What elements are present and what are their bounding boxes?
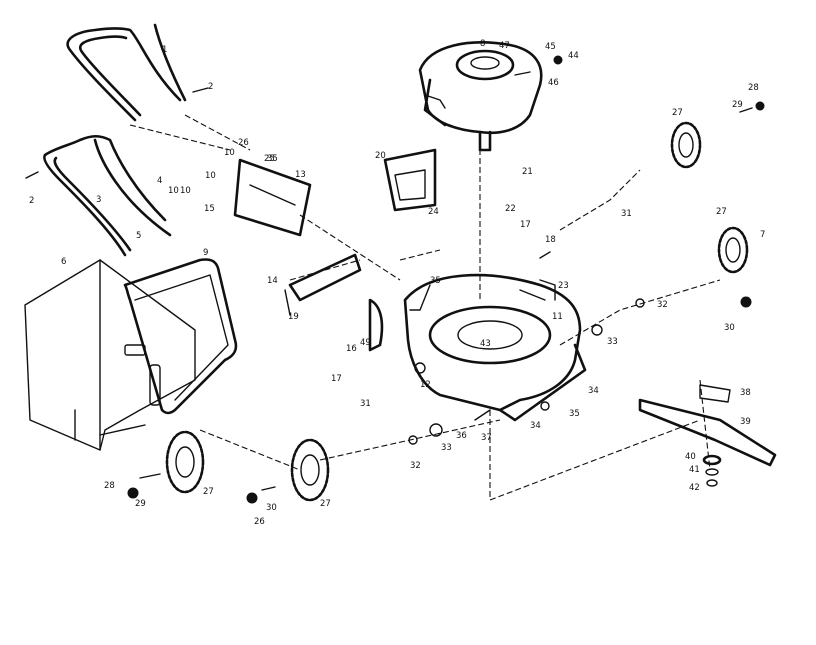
upper-handle — [66, 23, 187, 122]
callout-label: 43 — [480, 339, 491, 349]
lower-handle — [43, 134, 172, 257]
callout-label: 28 — [104, 481, 115, 491]
callout-label: 34 — [530, 421, 541, 431]
callout-label: 47 — [499, 41, 510, 51]
callout-label: 27 — [203, 487, 214, 497]
callout-label: 33 — [441, 443, 452, 453]
callout-label: 31 — [360, 399, 371, 409]
callout-label: 28 — [748, 83, 759, 93]
callout-label: 10 — [224, 148, 235, 158]
callout-label: 16 — [346, 344, 357, 354]
callout-label: 32 — [657, 300, 668, 310]
callout-label: 1 — [162, 45, 167, 55]
callout-label: 17 — [520, 220, 531, 230]
callout-label: 33 — [607, 337, 618, 347]
callout-label: 37 — [481, 433, 492, 443]
callout-label: 15 — [204, 204, 215, 214]
callout-label: 22 — [505, 204, 516, 214]
callout-label: 2 — [208, 82, 213, 92]
callout-label: 35 — [430, 276, 441, 286]
callout-label: 13 — [295, 170, 306, 180]
callout-label: 42 — [689, 483, 700, 493]
callout-label: 27 — [716, 207, 727, 217]
wheel-rear-right — [670, 121, 702, 169]
callout-label: 36 — [456, 431, 467, 441]
callout-label: 39 — [740, 417, 751, 427]
callout-label: 4 — [157, 176, 162, 186]
callout-label: 17 — [331, 374, 342, 384]
callout-label: 30 — [266, 503, 277, 513]
handle-brackets — [233, 158, 384, 352]
mower-deck — [403, 273, 587, 422]
callout-label: 27 — [320, 499, 331, 509]
callout-label: 35 — [267, 154, 278, 164]
engine-shroud — [383, 148, 437, 212]
callout-label: 5 — [136, 231, 141, 241]
callout-label: 10 — [168, 186, 179, 196]
wheel-front-left — [290, 438, 330, 502]
callout-label: 3 — [96, 195, 101, 205]
grass-catcher — [24, 258, 238, 451]
callout-label: 26 — [238, 138, 249, 148]
callout-label: 49 — [360, 338, 371, 348]
callout-label: 32 — [410, 461, 421, 471]
hardware — [25, 55, 765, 504]
callout-label: 41 — [689, 465, 700, 475]
callout-label: 27 — [672, 108, 683, 118]
wheel-rear-left — [165, 430, 205, 494]
callout-label: 26 — [254, 517, 265, 527]
callout-label: 30 — [724, 323, 735, 333]
callout-label: 24 — [428, 207, 439, 217]
callout-label: 21 — [522, 167, 533, 177]
callout-labels: 1 2 2 3 4 5 6 7 8 9 10 10 10 10 11 12 13… — [29, 39, 765, 527]
callout-label: 38 — [740, 388, 751, 398]
callout-label: 7 — [760, 230, 765, 240]
callout-label: 2 — [29, 196, 34, 206]
assembly-lines — [129, 114, 721, 501]
callout-label: 29 — [732, 100, 743, 110]
engine — [418, 41, 543, 152]
callout-label: 11 — [552, 312, 563, 322]
callout-label: 14 — [267, 276, 278, 286]
callout-label: 31 — [621, 209, 632, 219]
blade — [638, 384, 777, 487]
callout-label: 45 — [545, 42, 556, 52]
callout-label: 46 — [548, 78, 559, 88]
wheel-front-right — [717, 226, 749, 274]
callout-label: 23 — [558, 281, 569, 291]
callout-label: 6 — [61, 257, 66, 267]
callout-label: 10 — [205, 171, 216, 181]
callout-label: 29 — [135, 499, 146, 509]
callout-label: 20 — [375, 151, 386, 161]
callout-label: 25 — [264, 154, 275, 164]
callout-label: 10 — [180, 186, 191, 196]
callout-label: 34 — [588, 386, 599, 396]
callout-label: 9 — [203, 248, 208, 258]
callout-label: 44 — [568, 51, 579, 61]
callout-label: 40 — [685, 452, 696, 462]
callout-label: 19 — [288, 312, 299, 322]
callout-label: 35 — [569, 409, 580, 419]
callout-label: 8 — [480, 39, 485, 49]
callout-label: 18 — [545, 235, 556, 245]
callout-label: 12 — [420, 380, 431, 390]
